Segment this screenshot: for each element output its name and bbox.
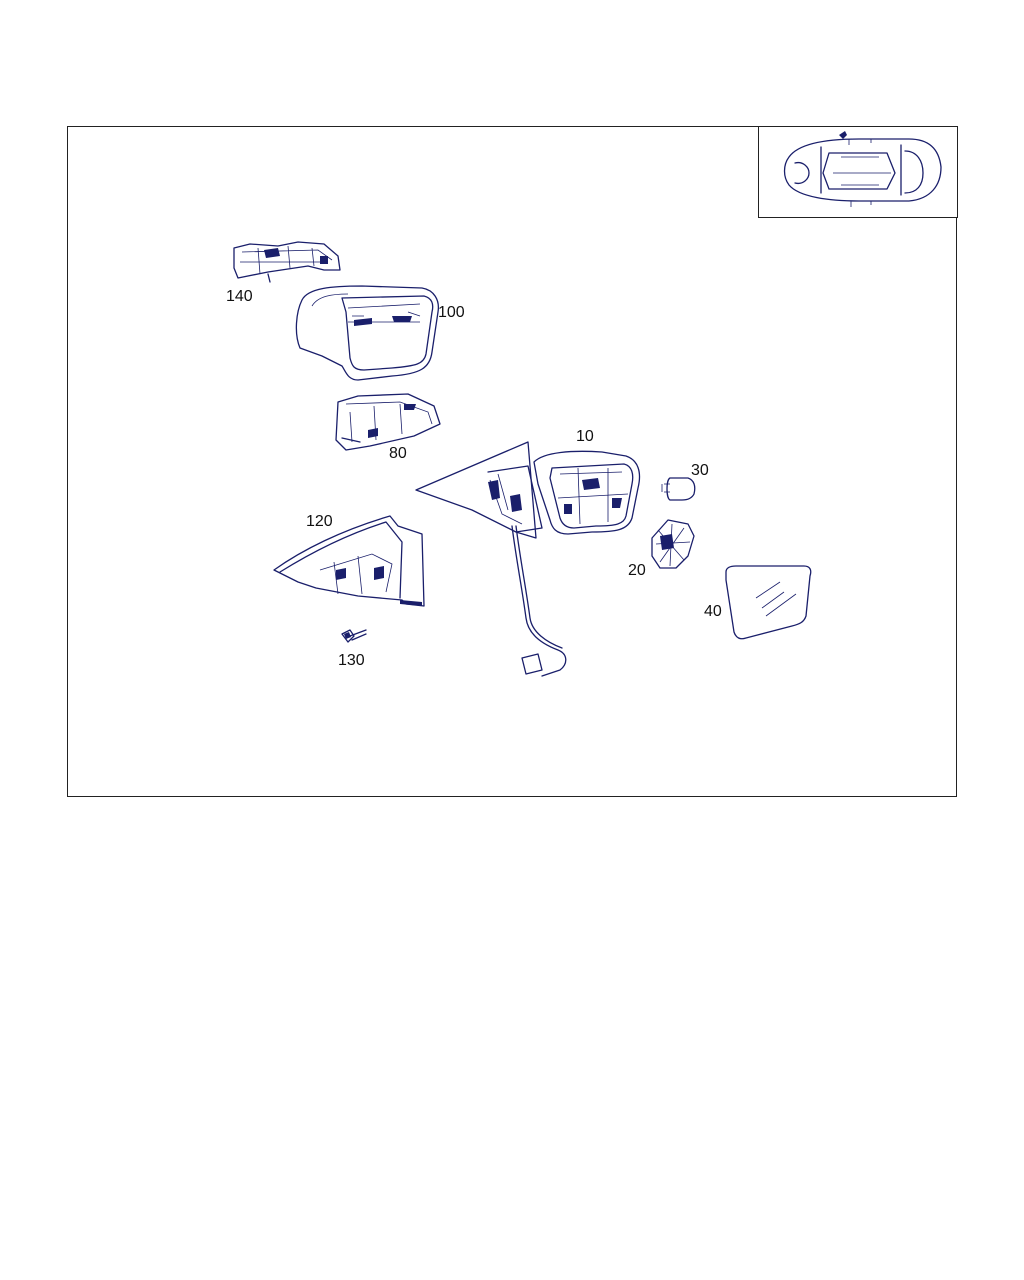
- part-30-bulb: [661, 477, 696, 501]
- part-100-housing-cover: [295, 285, 440, 381]
- callout-10: 10: [576, 428, 594, 445]
- callout-100: 100: [438, 304, 465, 321]
- part-10-mirror-assembly: [415, 441, 641, 677]
- callout-140: 140: [226, 288, 253, 305]
- locator-inset: [758, 126, 958, 218]
- callout-40: 40: [704, 603, 722, 620]
- callout-80: 80: [389, 445, 407, 462]
- diagram-frame: [67, 126, 957, 797]
- callout-120: 120: [306, 513, 333, 530]
- part-40-mirror-glass: [725, 565, 812, 640]
- part-80-trim-frame: [335, 393, 441, 451]
- part-140-lamp: [233, 241, 341, 283]
- part-120-base-cover: [273, 515, 425, 607]
- car-locator-icon: [783, 131, 942, 207]
- callout-130: 130: [338, 652, 365, 669]
- callout-20: 20: [628, 562, 646, 579]
- part-20-adjuster: [651, 519, 695, 569]
- callout-30: 30: [691, 462, 709, 479]
- part-130-screw: [341, 629, 367, 643]
